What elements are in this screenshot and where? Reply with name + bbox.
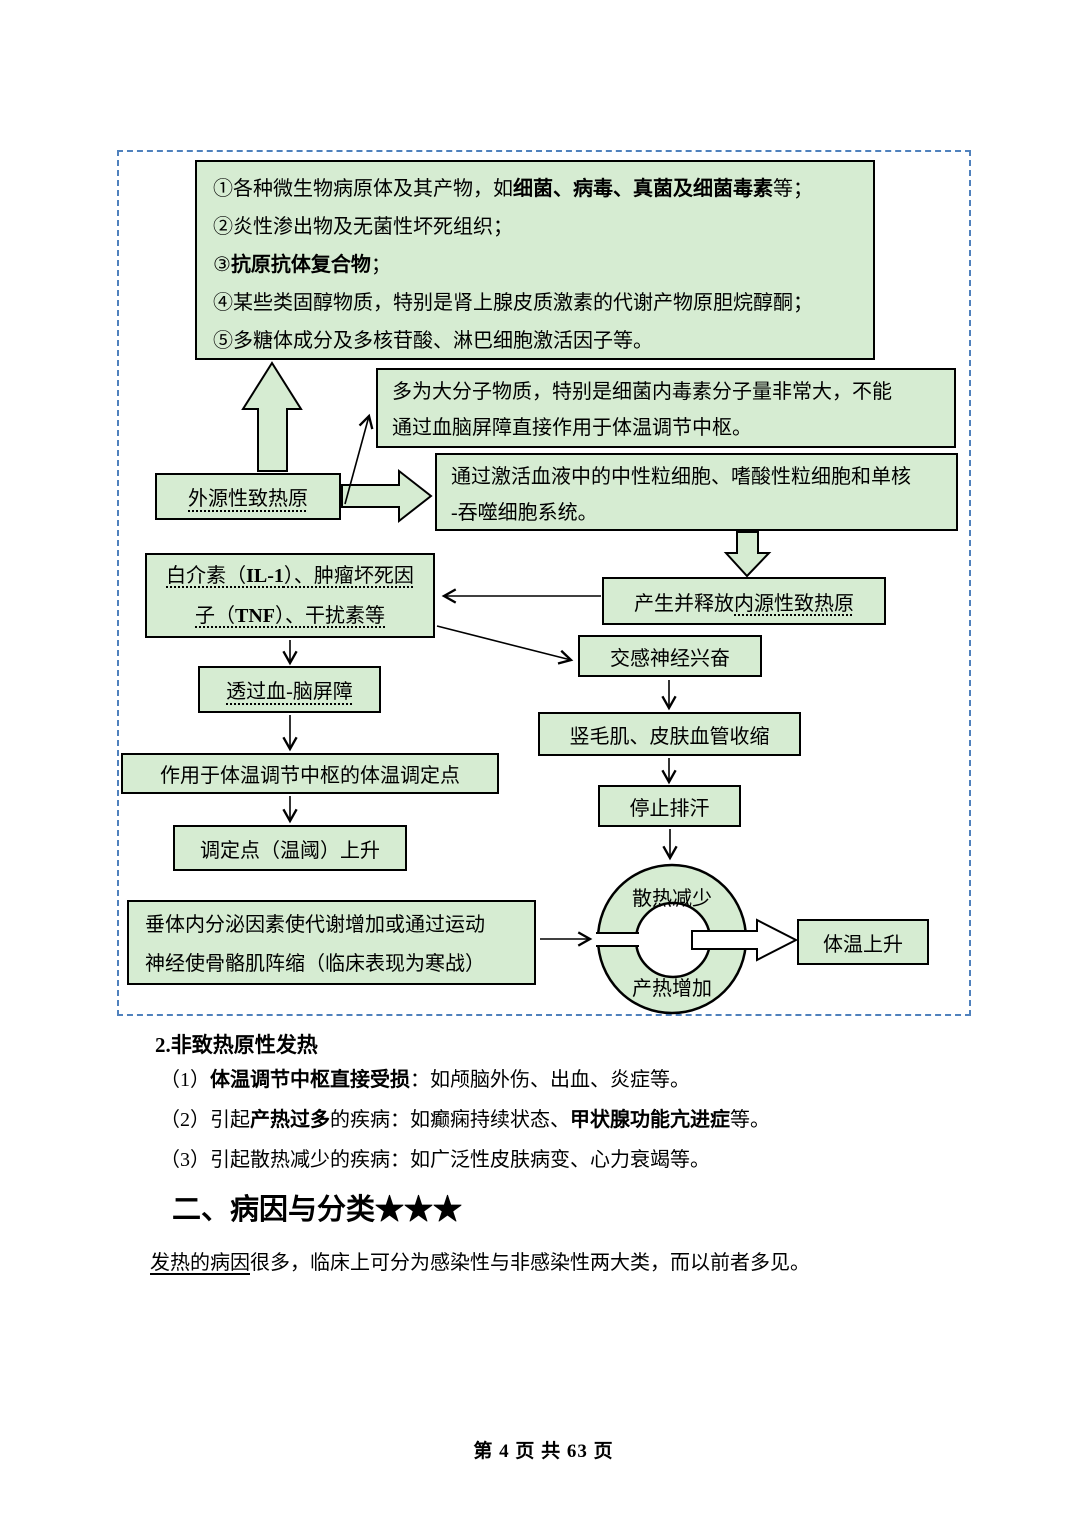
box-temp-rise: 体温上升 — [797, 919, 929, 965]
box-stop-sweating: 停止排汗 — [598, 785, 741, 827]
box-blood-brain-barrier: 透过血-脑屏障 — [198, 666, 381, 713]
box-cytokines: 白介素（IL-1）、肿瘤坏死因 子（TNF）、干扰素等 — [145, 553, 435, 638]
subheading-non-pyrogenic: 2.非致热原性发热 — [155, 1033, 318, 1057]
cytokine-line-2: 子（TNF）、干扰素等 — [195, 604, 385, 627]
box-molecular-note: 多为大分子物质，特别是细菌内毒素分子量非常大，不能 通过血脑屏障直接作用于体温调… — [376, 368, 956, 448]
pyrogen-line-5: ⑤多糖体成分及多核苷酸、淋巴细胞激活因子等。 — [213, 330, 653, 352]
body-item-2: （2）引起产热过多的疾病：如癫痫持续状态、甲状腺功能亢进症等。 — [160, 1109, 770, 1131]
box-endogenous-pyrogen: 产生并释放内源性致热原 — [602, 577, 886, 625]
box-sympathetic: 交感神经兴奋 — [578, 635, 762, 677]
box-exogenous-pyrogen: 外源性致热原 — [155, 473, 341, 520]
box-pyrogen-list: ①各种微生物病原体及其产物，如细菌、病毒、真菌及细菌毒素等； ②炎性渗出物及无菌… — [195, 160, 875, 360]
pyrogen-line-4: ④某些类固醇物质，特别是肾上腺皮质激素的代谢产物原胆烷醇酮； — [213, 292, 813, 314]
body-item-1: （1）体温调节中枢直接受损：如颅脑外伤、出血、炎症等。 — [160, 1069, 690, 1091]
pyrogen-line-1: ①各种微生物病原体及其产物，如细菌、病毒、真菌及细菌毒素等； — [213, 178, 813, 200]
pyrogen-line-3: ③抗原抗体复合物； — [213, 254, 391, 276]
box-threshold-rise: 调定点（温阈）上升 — [173, 825, 407, 871]
page-footer: 第 4 页 共 63 页 — [473, 1441, 614, 1462]
section-heading: 二、病因与分类★★★ — [172, 1194, 463, 1226]
pyrogen-line-2: ②炎性渗出物及无菌性坏死组织； — [213, 216, 513, 238]
label-heat-loss: 散热减少 — [632, 888, 712, 910]
cytokine-line-1: 白介素（IL-1）、肿瘤坏死因 — [166, 564, 414, 587]
box-setpoint: 作用于体温调节中枢的体温调定点 — [121, 753, 499, 794]
box-activate-cells: 通过激活血液中的中性粒细胞、嗜酸性粒细胞和单核 -吞噬细胞系统。 — [435, 453, 958, 531]
body-paragraph: 发热的病因很多，临床上可分为感染性与非感染性两大类，而以前者多见。 — [150, 1252, 810, 1274]
body-item-3: （3）引起散热减少的疾病：如广泛性皮肤病变、心力衰竭等。 — [160, 1149, 710, 1171]
label-heat-gain: 产热增加 — [632, 978, 712, 1000]
box-chill: 垂体内分泌因素使代谢增加或通过运动 神经使骨骼肌阵缩（临床表现为寒战） — [127, 900, 536, 985]
box-pilomotor: 竖毛肌、皮肤血管收缩 — [538, 712, 801, 756]
